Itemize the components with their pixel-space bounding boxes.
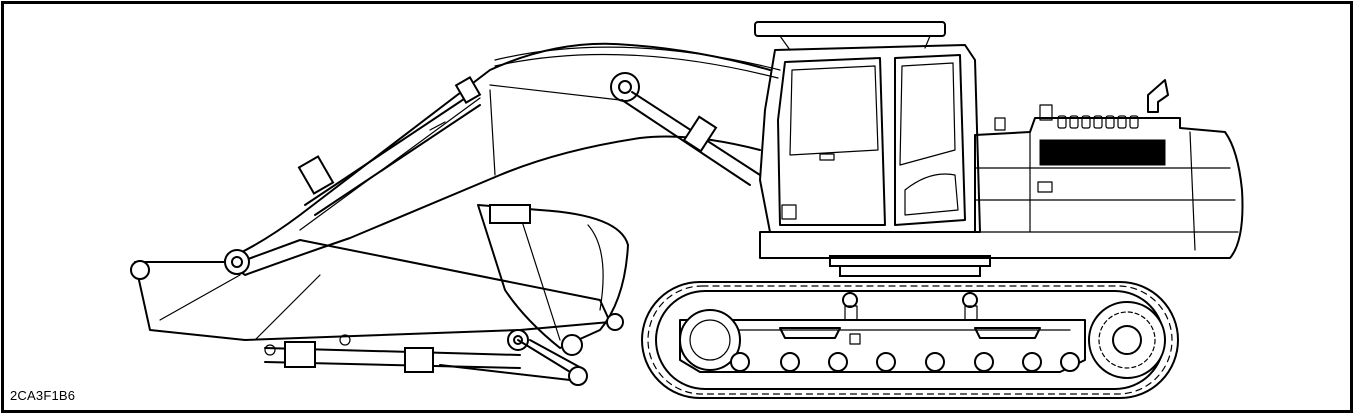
track-rollers xyxy=(730,352,1080,372)
bucket xyxy=(477,204,629,356)
drive-sprocket xyxy=(1088,301,1166,379)
boom-arm-pivot xyxy=(224,249,250,275)
hydraulic-hoses xyxy=(494,46,781,71)
idler-wheel xyxy=(679,309,741,371)
figure-code: 2CA3F1B6 xyxy=(10,388,76,403)
cab-roof-guard xyxy=(754,21,946,37)
upper-structure xyxy=(759,79,1244,259)
swing-bearing xyxy=(829,255,991,277)
arm-cylinder xyxy=(297,75,482,216)
engine-louvres xyxy=(1057,115,1139,129)
track-assembly xyxy=(641,281,1179,399)
operator-cab xyxy=(754,21,981,233)
boom-cylinder-pivot xyxy=(610,72,640,102)
boom xyxy=(224,42,771,276)
exhaust-stack xyxy=(1147,79,1169,113)
door-handle xyxy=(1037,181,1053,193)
bucket-cylinder xyxy=(264,329,588,386)
engine-grille xyxy=(1039,139,1166,166)
bucket-link-bracket xyxy=(489,204,531,224)
arm xyxy=(130,239,611,341)
